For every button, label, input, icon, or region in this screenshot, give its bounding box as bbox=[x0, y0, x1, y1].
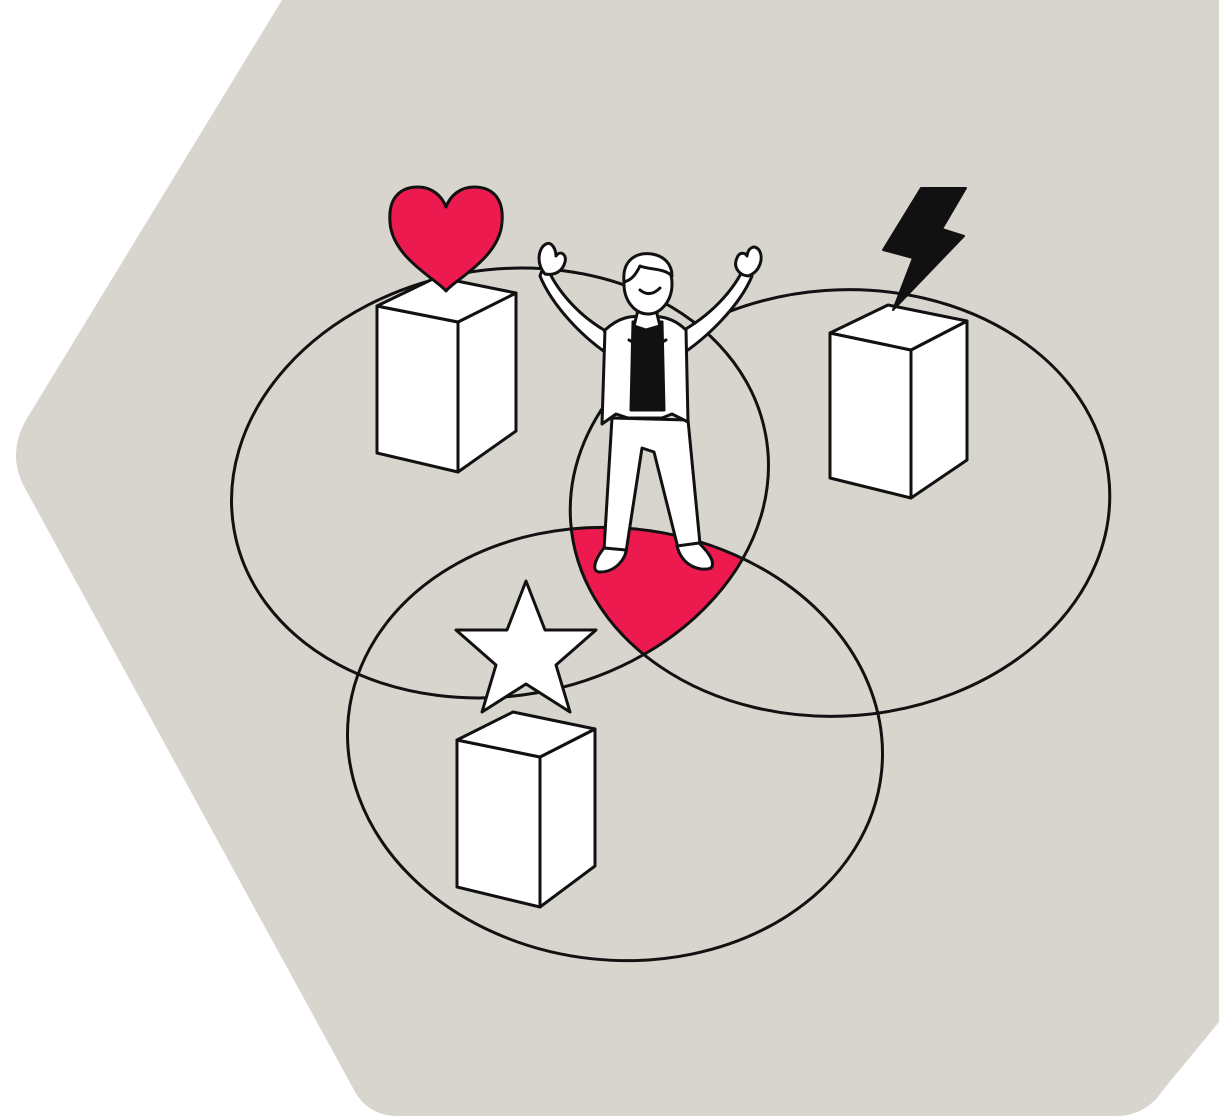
lightning-pedestal bbox=[830, 305, 967, 498]
star-pedestal bbox=[457, 712, 595, 907]
heart-pedestal bbox=[377, 277, 516, 472]
